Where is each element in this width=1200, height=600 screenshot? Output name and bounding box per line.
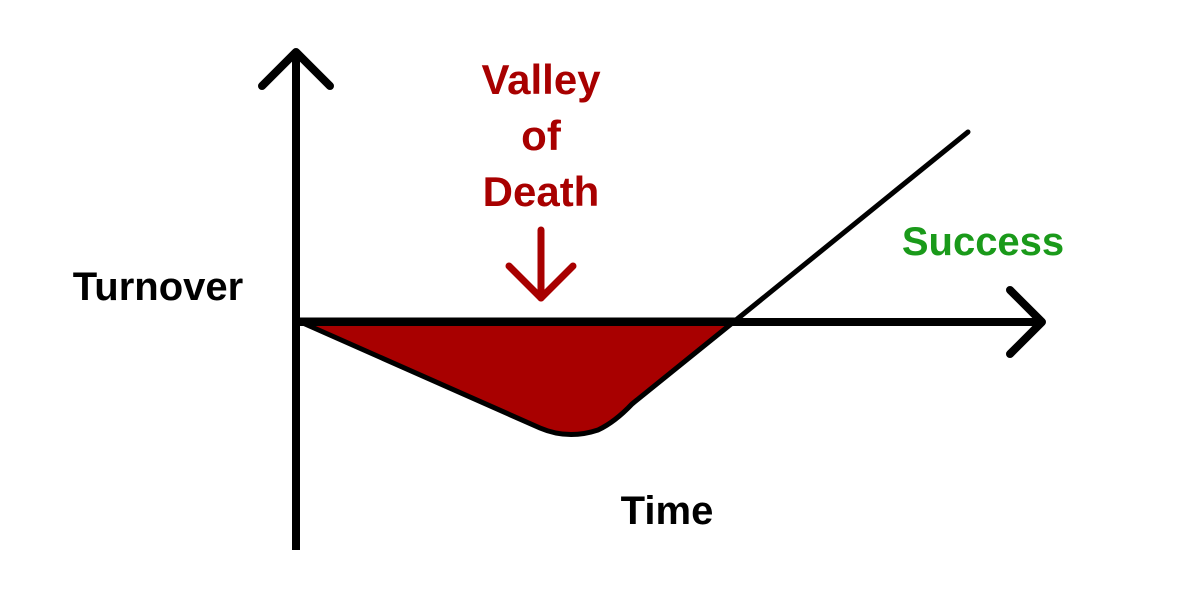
down-arrow-icon <box>505 226 577 302</box>
y-axis-label: Turnover <box>73 265 243 309</box>
success-line <box>733 129 971 323</box>
valley-title-line3: Death <box>483 168 600 215</box>
x-axis-arrowhead <box>1006 286 1046 358</box>
valley-fill <box>293 317 739 437</box>
success-label: Success <box>902 220 1064 264</box>
y-axis-arrowhead <box>258 48 334 90</box>
valley-title-line1: Valley <box>481 56 601 103</box>
x-axis-label: Time <box>621 489 714 533</box>
valley-title-line2: of <box>521 112 562 159</box>
